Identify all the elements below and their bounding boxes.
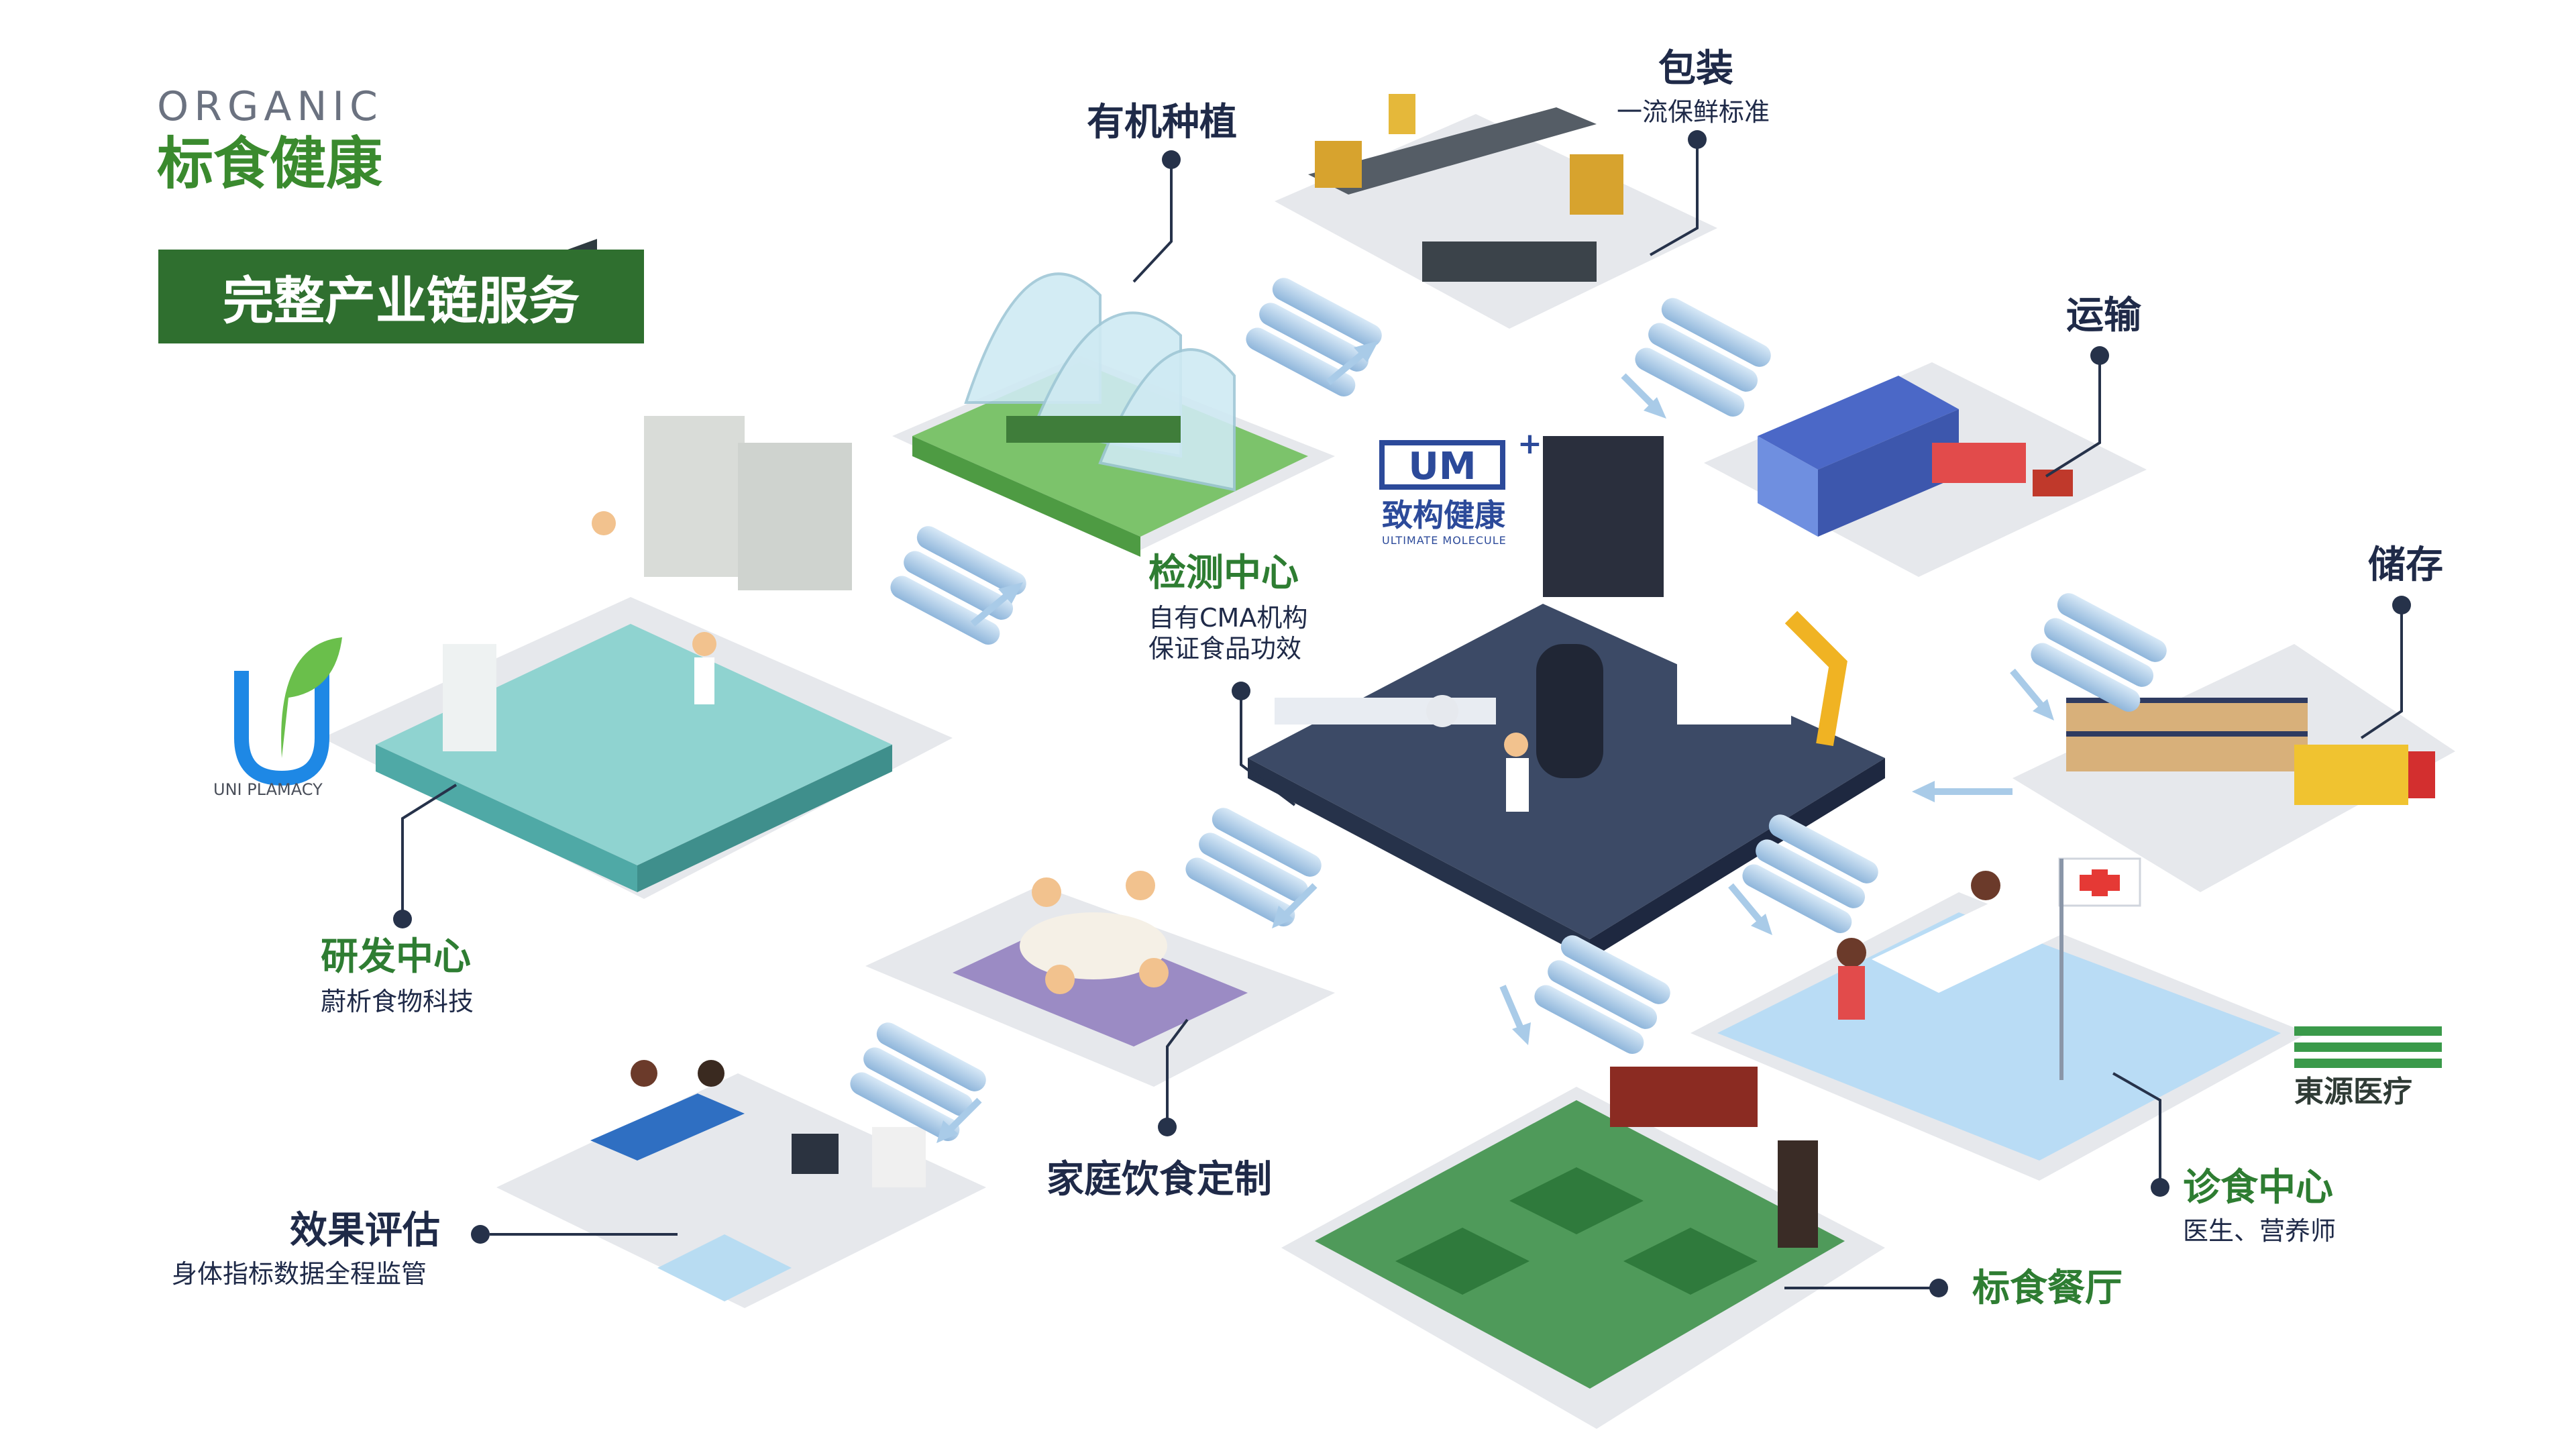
um-logo-chinese: 致构健康 <box>1382 497 1505 533</box>
storage-platform <box>2012 644 2455 892</box>
connector-lines <box>401 140 2403 1289</box>
family-dining-platform <box>865 871 1335 1087</box>
label-testing-sub1: 自有CMA机构 <box>1148 603 1308 633</box>
label-clinic-sub: 医生、营养师 <box>2183 1216 2337 1246</box>
flow-arrows <box>850 278 2167 1143</box>
label-rnd-sub: 蔚析食物科技 <box>321 987 474 1016</box>
label-organic-planting: 有机种植 <box>1087 101 1237 144</box>
um-logo: UM + <box>1379 427 1542 490</box>
label-evaluation: 效果评估 <box>290 1209 440 1252</box>
label-home-diet: 家庭饮食定制 <box>1046 1158 1272 1201</box>
page-title-banner: 完整产业链服务 <box>158 250 644 343</box>
label-packaging: 包装 <box>1658 47 1733 91</box>
dongyuan-logo-text: 東源医疗 <box>2294 1075 2412 1109</box>
label-evaluation-sub: 身体指标数据全程监管 <box>172 1259 427 1289</box>
um-mark-text: UM <box>1408 445 1476 488</box>
uni-plamacy-text: UNI PLAMACY <box>213 780 323 799</box>
label-rnd-center: 研发中心 <box>321 935 471 979</box>
label-restaurant: 标食餐厅 <box>1972 1267 2123 1310</box>
greenhouse-platform <box>892 272 1335 557</box>
label-packaging-sub: 一流保鲜标准 <box>1617 97 1770 127</box>
plus-icon: + <box>1517 427 1542 461</box>
testing-platform <box>1248 436 1885 959</box>
uni-plamacy-logo <box>234 637 342 786</box>
banner-text: 完整产业链服务 <box>223 271 580 331</box>
um-logo-english: ULTIMATE MOLECULE <box>1382 534 1507 547</box>
label-testing-sub2: 保证食品功效 <box>1148 634 1302 663</box>
label-clinic: 诊食中心 <box>2183 1166 2333 1210</box>
label-storage: 储存 <box>2368 543 2443 587</box>
restaurant-platform <box>1281 1067 1885 1429</box>
brand-chinese: 标食健康 <box>157 131 383 197</box>
label-testing-center: 检测中心 <box>1148 551 1299 595</box>
dongyuan-logo-bars <box>2294 1026 2442 1068</box>
evaluation-platform <box>496 1060 986 1308</box>
clinic-platform <box>1690 857 2308 1181</box>
connector-dots <box>393 130 2411 1297</box>
brand-english: ORGANIC <box>157 83 383 130</box>
label-transport: 运输 <box>2066 294 2141 337</box>
transport-platform <box>1704 362 2147 577</box>
packaging-platform <box>1275 94 1717 329</box>
